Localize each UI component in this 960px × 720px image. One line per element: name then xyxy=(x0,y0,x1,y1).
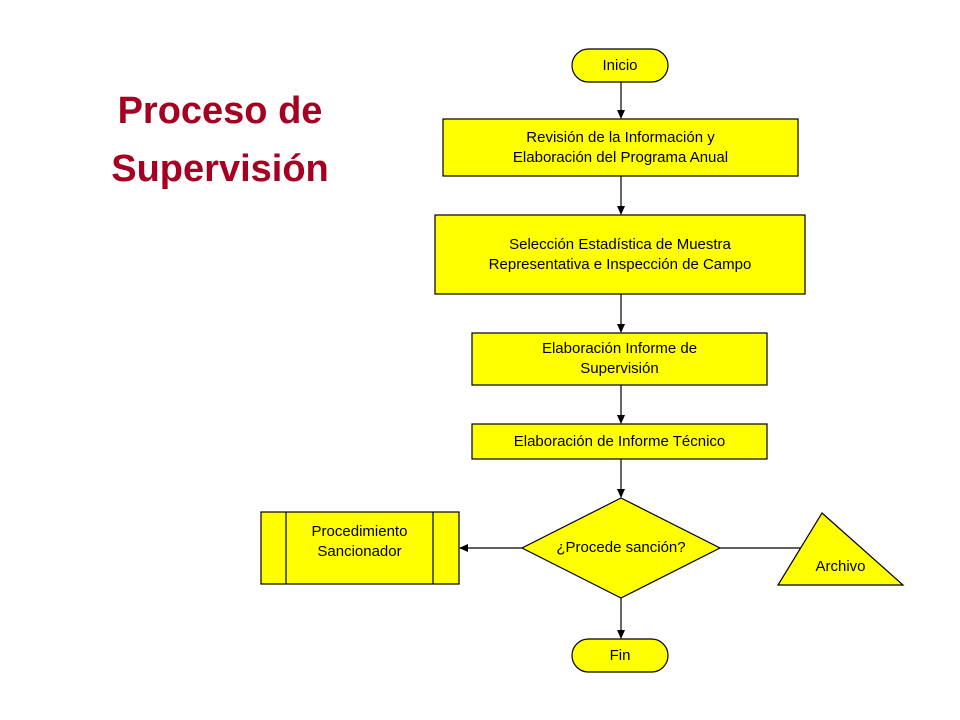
step4-label: Elaboración de Informe Técnico xyxy=(513,432,726,450)
page-title: Proceso de Supervisión xyxy=(70,82,370,198)
archive-box: Archivo xyxy=(778,556,903,578)
step4-shape xyxy=(471,423,768,460)
start-terminator-shape xyxy=(571,48,669,83)
step1-shape xyxy=(442,118,799,177)
archive-shape xyxy=(776,512,905,586)
end-terminator-shape xyxy=(571,638,669,673)
step3-line-1: Elaboración Informe de xyxy=(541,340,698,357)
left-process-shape xyxy=(260,511,460,585)
end-terminator: Fin xyxy=(572,639,668,672)
archive-label: Archivo xyxy=(815,558,866,575)
end-label: Fin xyxy=(609,646,631,664)
title-line-2: Supervisión xyxy=(111,148,329,190)
left-process-line-2: Sancionador xyxy=(317,543,402,560)
start-label: Inicio xyxy=(602,56,638,74)
step3-box: Elaboración Informe de Supervisión xyxy=(472,333,767,385)
left-process-box: Procedimiento Sancionador xyxy=(286,512,433,584)
decision-box: ¿Procede sanción? xyxy=(522,530,720,566)
step1-line-1: Revisión de la Información y xyxy=(526,128,715,146)
step3-line-2: Supervisión xyxy=(580,360,659,377)
step2-shape xyxy=(434,214,806,295)
step2-box: Selección Estadística de Muestra Represe… xyxy=(435,215,805,294)
step2-line-1: Selección Estadística de Muestra xyxy=(509,235,731,253)
left-process-line-1: Procedimiento xyxy=(311,523,408,540)
step3-shape xyxy=(471,332,768,386)
step4-box: Elaboración de Informe Técnico xyxy=(472,424,767,459)
start-terminator: Inicio xyxy=(572,49,668,82)
step1-line-2: Elaboración del Programa Anual xyxy=(512,148,729,166)
decision-shape xyxy=(520,497,722,599)
step2-line-2: Representativa e Inspección de Campo xyxy=(488,255,752,273)
step1-box: Revisión de la Información y Elaboración… xyxy=(443,119,798,176)
decision-label: ¿Procede sanción? xyxy=(556,539,686,556)
title-line-1: Proceso de xyxy=(117,90,323,132)
